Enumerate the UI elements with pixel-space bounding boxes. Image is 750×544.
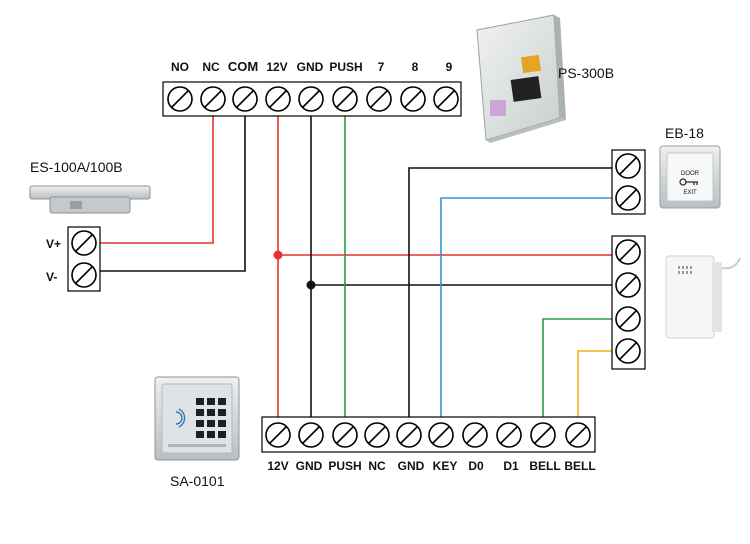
access-controller-terminal-block [261,416,596,453]
ac-terminal-label: BELL [564,459,595,473]
rfid-icon [175,408,186,428]
ps-terminal-label: NC [202,60,220,74]
junction-dot-12v [273,250,283,260]
wire-com-to-lock-vminus [100,99,246,272]
exit-button-face-text: EXIT [683,190,697,196]
lock-terminal-block [67,226,101,292]
keypad-buttons [196,398,226,438]
ps-terminal-label: 12V [266,60,287,74]
speaker-grille-icon [678,266,692,274]
ac-terminal-label: GND [296,459,323,473]
ps-terminal-label: COM [228,59,258,74]
ps-terminal-label: 7 [378,60,385,74]
ps-terminal-label: 8 [412,60,419,74]
key-icon [679,178,698,186]
exit-button-terminal-block [611,149,646,215]
power-supply-terminal-block [162,81,462,117]
power-supply-terminal-labels: NO NC COM 12V GND PUSH 7 8 9 [171,59,453,74]
ps-terminal-label: 9 [446,60,453,74]
exit-button-face-text: DOOR [681,171,700,177]
ac-terminal-label: KEY [433,459,458,473]
wire-bell-yellow [577,350,612,435]
ac-terminal-label: NC [368,459,386,473]
doorbell-terminal-block [611,235,646,370]
electric-strike-image [29,185,151,214]
power-supply-model-label: PS-300B [558,65,614,81]
access-controller-terminal-labels: 12V GND PUSH NC GND KEY D0 D1 BELL BELL [267,459,595,473]
wire-bell-green [542,318,612,435]
lock-terminal-label: V- [46,270,57,284]
access-controller-model-label: SA-0101 [170,473,225,489]
ac-terminal-label: 12V [267,459,288,473]
ac-terminal-label: GND [398,459,425,473]
wire-nc-to-lock-vplus [100,99,214,244]
ps-terminal-label: GND [297,60,324,74]
lock-terminal-label: V+ [46,237,61,251]
ps-terminal-label: NO [171,60,189,74]
ac-terminal-label: PUSH [328,459,361,473]
exit-button-image: DOOR EXIT [659,145,721,209]
ac-terminal-label: D0 [468,459,484,473]
lock-model-label: ES-100A/100B [30,159,123,175]
ac-terminal-label: BELL [529,459,560,473]
wires [100,99,612,435]
wire-key-to-exit-button [440,197,612,435]
wire-gnd-to-exit-button [408,167,612,435]
ac-terminal-label: D1 [503,459,519,473]
doorbell-image [665,255,741,339]
junction-dot-gnd [306,280,316,290]
keypad-image [154,376,240,461]
power-supply-box [476,14,566,143]
ps-terminal-label: PUSH [329,60,362,74]
exit-button-model-label: EB-18 [665,125,704,141]
